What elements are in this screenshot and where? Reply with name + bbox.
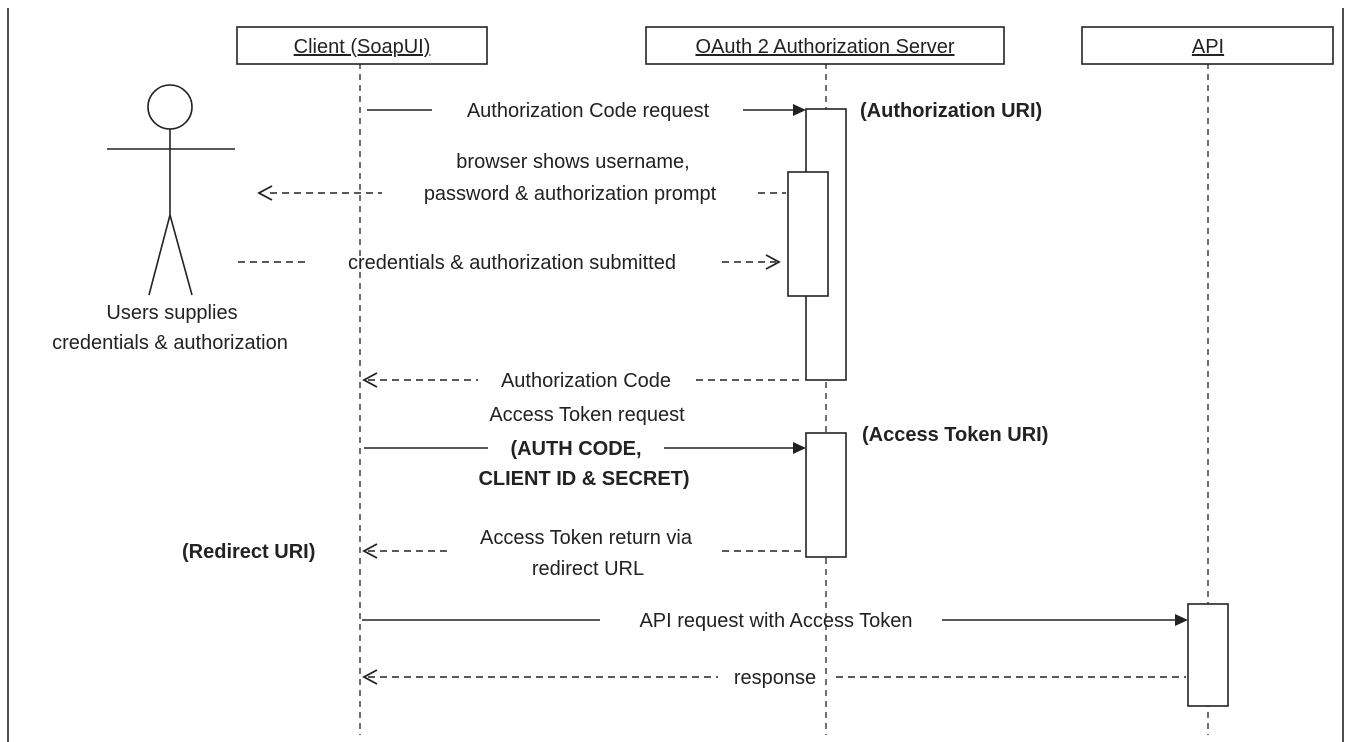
browser-prompt-arrow (257, 185, 786, 201)
api-request-label: API request with Access Token (639, 610, 912, 632)
credentials-submitted-label: credentials & authorization submitted (348, 252, 676, 274)
access-token-request-label-line3: CLIENT ID & SECRET) (478, 468, 689, 490)
browser-prompt-label-line1: browser shows username, (456, 151, 689, 173)
user-actor-icon (107, 84, 235, 296)
auth-code-request-label: Authorization Code request (467, 100, 710, 122)
auth-server-activation-2 (805, 432, 847, 558)
response-label: response (734, 667, 816, 689)
credentials-submitted-arrow (238, 254, 781, 270)
participant-client: Client (SoapUI) (236, 26, 488, 65)
participant-client-label: Client (SoapUI) (294, 36, 431, 58)
participant-auth-server: OAuth 2 Authorization Server (645, 26, 1005, 65)
access-token-request-label-line1: Access Token request (489, 404, 685, 426)
browser-prompt-label-line2: password & authorization prompt (424, 183, 717, 205)
participant-api-label: API (1192, 36, 1224, 58)
api-activation (1187, 603, 1229, 707)
auth-code-request-arrow (367, 104, 806, 116)
access-token-uri-note: (Access Token URI) (862, 424, 1048, 446)
access-token-request-arrow (364, 442, 806, 454)
participant-auth-server-label: OAuth 2 Authorization Server (695, 36, 954, 58)
response-arrow (362, 669, 1186, 685)
access-token-return-label-line1: Access Token return via (480, 527, 693, 549)
actor-caption-line1: Users supplies (106, 302, 237, 324)
auth-server-nested-activation (787, 171, 829, 297)
access-token-return-arrow (362, 543, 804, 559)
access-token-request-label-line2: (AUTH CODE, (510, 438, 641, 460)
authorization-code-label: Authorization Code (501, 370, 671, 392)
redirect-uri-note: (Redirect URI) (182, 541, 315, 563)
participant-api: API (1081, 26, 1334, 65)
access-token-return-label-line2: redirect URL (532, 558, 644, 580)
api-request-arrow (362, 614, 1188, 626)
actor-caption-line2: credentials & authorization (52, 332, 288, 354)
authorization-uri-note: (Authorization URI) (860, 100, 1042, 122)
authorization-code-arrow (362, 372, 804, 388)
